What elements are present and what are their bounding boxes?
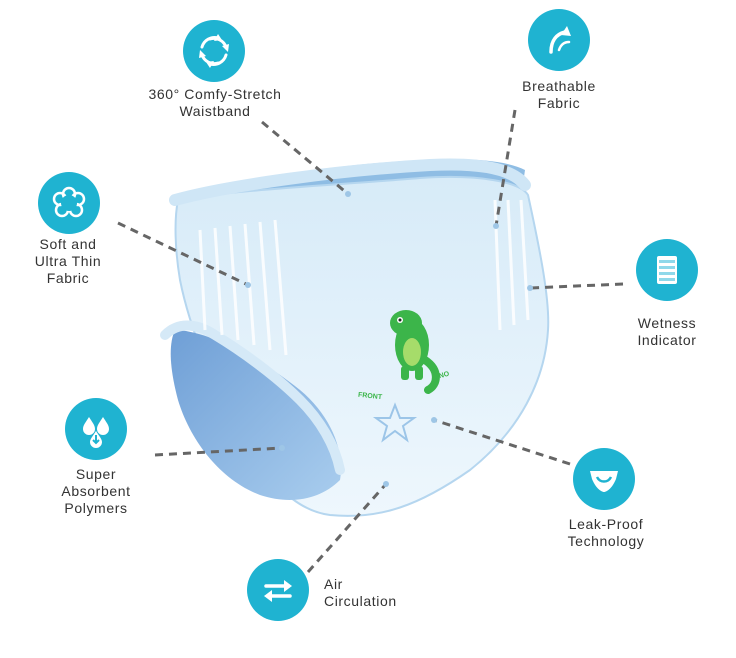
feature-waistband-label: 360° Comfy-Stretch Waistband — [125, 86, 305, 120]
feature-breathable-line-2: Fabric — [537, 95, 581, 111]
feature-waistband-line-2: Waistband — [179, 103, 251, 119]
feature-absorbent-line-2: Absorbent — [61, 483, 131, 499]
dino-mascot — [390, 310, 440, 394]
feature-air-line-1: Air — [324, 576, 343, 592]
print-front-text: FRONT — [358, 392, 383, 402]
feature-wetness-label: Wetness Indicator — [617, 315, 717, 349]
feature-waistband-line-1: 360° Comfy-Stretch — [148, 86, 282, 102]
star-print — [372, 402, 418, 443]
feature-breathable-label: Breathable Fabric — [498, 78, 620, 112]
feature-breathable-line-1: Breathable — [522, 78, 596, 94]
rotate-arrows-icon — [183, 20, 245, 82]
striped-gauge-icon — [636, 239, 698, 301]
feature-soft-line-3: Fabric — [46, 270, 90, 286]
feature-wetness-line-1: Wetness — [637, 315, 697, 331]
swap-arrows-icon — [247, 559, 309, 621]
leg-cuff — [160, 320, 345, 475]
feature-absorbent-line-3: Polymers — [64, 500, 128, 516]
feature-soft-line-2: Ultra Thin — [34, 253, 102, 269]
feature-absorbent-label: Super Absorbent Polymers — [46, 466, 146, 517]
feature-soft-label: Soft and Ultra Thin Fabric — [18, 236, 118, 287]
leg-opening — [170, 330, 341, 500]
feature-air-label: Air Circulation — [324, 576, 397, 610]
diaper-icon — [573, 448, 635, 510]
feature-wetness-line-2: Indicator — [637, 332, 697, 348]
feature-soft-line-1: Soft and — [39, 236, 97, 252]
feature-air-line-2: Circulation — [324, 593, 397, 609]
feature-leakproof-label: Leak-Proof Technology — [548, 516, 664, 550]
water-drops-icon — [65, 398, 127, 460]
curved-arrow-icon — [528, 9, 590, 71]
feature-leakproof-line-1: Leak-Proof — [568, 516, 644, 532]
feature-absorbent-line-1: Super — [75, 466, 117, 482]
feature-leakproof-line-2: Technology — [567, 533, 645, 549]
cloud-flower-icon — [38, 172, 100, 234]
print-dino-text: DINO — [431, 370, 450, 381]
